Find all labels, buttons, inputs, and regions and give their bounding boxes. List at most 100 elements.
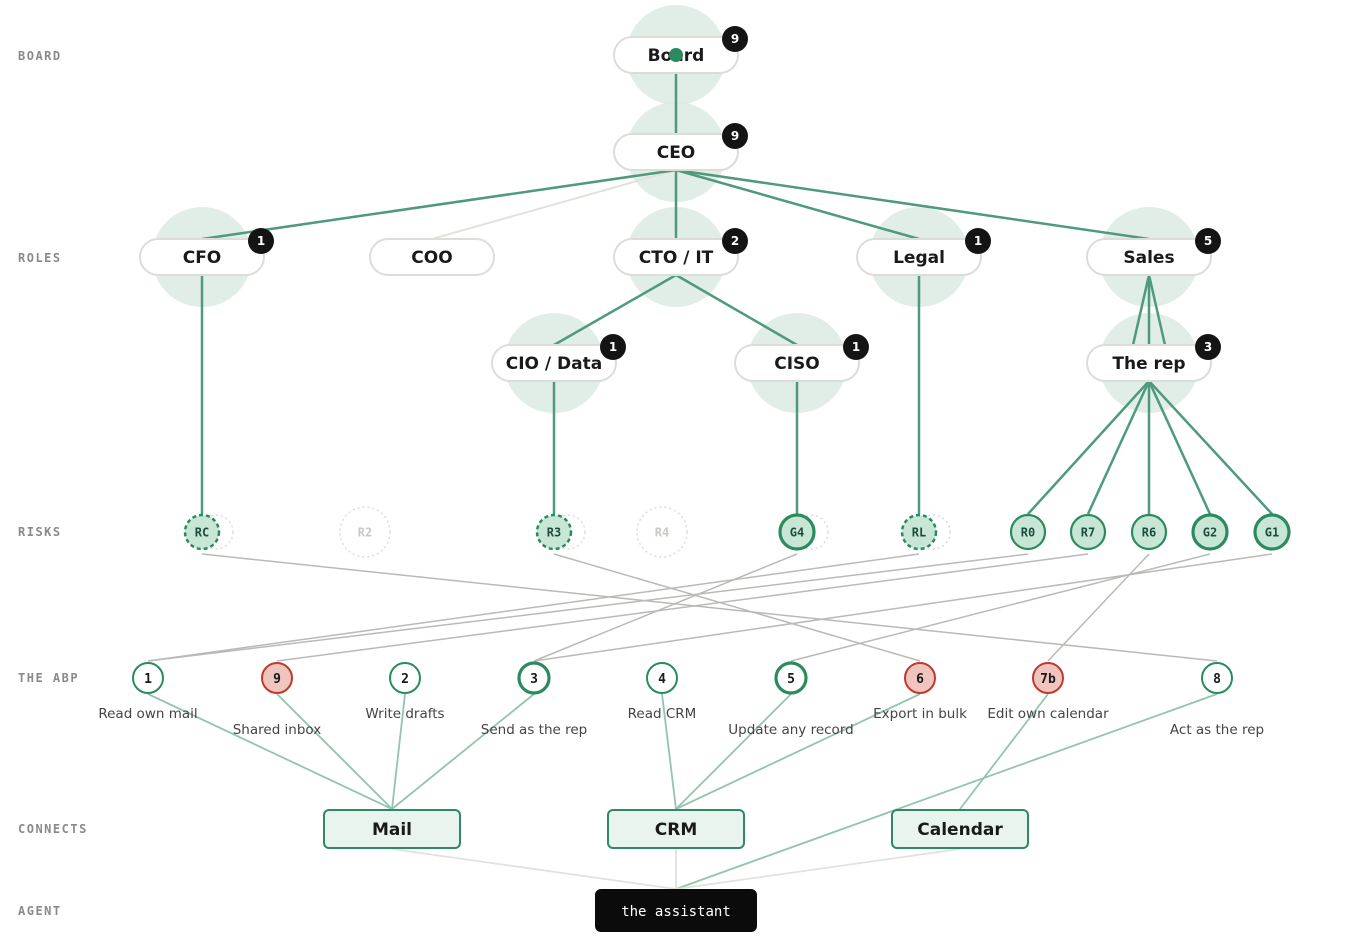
risk-circle <box>1253 513 1291 551</box>
risk-label: R2 <box>358 526 372 540</box>
risk-label: R0 <box>1021 526 1035 540</box>
role-label: The rep <box>1112 354 1185 374</box>
role-cto[interactable]: CTO / IT2 <box>613 228 748 276</box>
count-badge: 1 <box>965 228 991 254</box>
count-badge: 1 <box>248 228 274 254</box>
risk-r3[interactable]: R3 <box>535 513 586 551</box>
edge-rep-g2 <box>1147 380 1212 515</box>
edge-sales-rep-2 <box>1147 274 1167 346</box>
risk-label: RC <box>195 526 209 540</box>
role-label: CISO <box>774 354 820 374</box>
abp-label: Act as the rep <box>1170 722 1264 738</box>
badge-count: 2 <box>731 234 739 248</box>
abp-label: Write drafts <box>365 706 444 722</box>
risk-g4[interactable]: G4 <box>778 513 829 551</box>
abp-label: Read own mail <box>98 706 197 722</box>
badge-circle <box>600 334 626 360</box>
badge-circle <box>1195 334 1221 360</box>
risk-label: G4 <box>790 526 804 540</box>
risk-circle <box>183 513 221 551</box>
risk-circle <box>1191 513 1229 551</box>
risk-circle <box>778 513 816 551</box>
abp-label: Shared inbox <box>233 722 322 738</box>
risk-r2[interactable]: R2 <box>339 506 391 558</box>
row-label-connects: CONNECTS <box>18 822 88 836</box>
edge-ceo-coo <box>431 169 677 240</box>
edge-ceo-legal <box>675 168 920 241</box>
risk-r0[interactable]: R0 <box>1009 513 1047 551</box>
risk-label: R3 <box>547 526 561 540</box>
row-label-abp: THE ABP <box>18 671 79 685</box>
connector-calendar[interactable]: Calendar <box>891 809 1029 849</box>
abp-number: 8 <box>1213 672 1221 687</box>
risk-ghost-ring <box>550 514 586 550</box>
edge-ceo-sales <box>675 168 1150 241</box>
badge-count: 9 <box>731 129 739 143</box>
abp-number: 7b <box>1040 672 1056 687</box>
abp-circle <box>646 662 678 694</box>
board-status-dot <box>669 48 683 62</box>
edge-risk-r6-abp-7b <box>1047 553 1150 662</box>
badge-circle <box>248 228 274 254</box>
edge-abp-5-crm <box>675 693 792 810</box>
connector-mail[interactable]: Mail <box>323 809 461 849</box>
edge-abp-2-mail <box>391 693 406 810</box>
risk-rl[interactable]: RL <box>900 513 951 551</box>
risk-label: G2 <box>1203 526 1217 540</box>
role-coo[interactable]: COO <box>369 238 495 276</box>
connector-label: Mail <box>372 820 412 840</box>
connector-label: CRM <box>655 820 697 840</box>
risk-g2[interactable]: G2 <box>1191 513 1229 551</box>
badge-count: 1 <box>257 234 265 248</box>
badge-circle <box>843 334 869 360</box>
badge-circle <box>722 123 748 149</box>
badge-count: 1 <box>609 340 617 354</box>
connector-box <box>891 809 1029 849</box>
risk-circle <box>1130 513 1168 551</box>
role-cfo[interactable]: CFO 1 <box>139 228 274 276</box>
abp-label: Read CRM <box>628 706 697 722</box>
risk-rc[interactable]: RC <box>183 513 234 551</box>
risk-r4[interactable]: R4 <box>636 506 688 558</box>
role-pill-legal <box>856 238 982 276</box>
abp-circle <box>1201 662 1233 694</box>
risk-r7[interactable]: R7 <box>1069 513 1107 551</box>
abp-circle <box>1032 662 1064 694</box>
edge-calendar-agent <box>675 848 961 890</box>
abp-label: Edit own calendar <box>987 706 1109 722</box>
role-pill-cio <box>491 344 617 382</box>
risk-label: R7 <box>1081 526 1095 540</box>
abp-number: 2 <box>401 672 409 687</box>
edge-abp-4-crm <box>661 693 677 810</box>
connector-label: Calendar <box>917 820 1003 840</box>
connector-crm[interactable]: CRM <box>607 809 745 849</box>
badge-count: 1 <box>852 340 860 354</box>
badge-circle <box>722 26 748 52</box>
risk-g1[interactable]: G1 <box>1253 513 1291 551</box>
risk-r6[interactable]: R6 <box>1130 513 1168 551</box>
agent-node[interactable]: the assistant <box>595 889 757 932</box>
role-ciso[interactable]: CISO 1 <box>734 334 869 382</box>
edge-mail-agent <box>391 848 677 890</box>
connector-box <box>607 809 745 849</box>
abp-number: 1 <box>144 672 152 687</box>
abp-circle <box>904 662 936 694</box>
count-badge: 9 <box>722 26 748 52</box>
risk-circle <box>535 513 573 551</box>
role-label: CFO <box>183 248 222 268</box>
